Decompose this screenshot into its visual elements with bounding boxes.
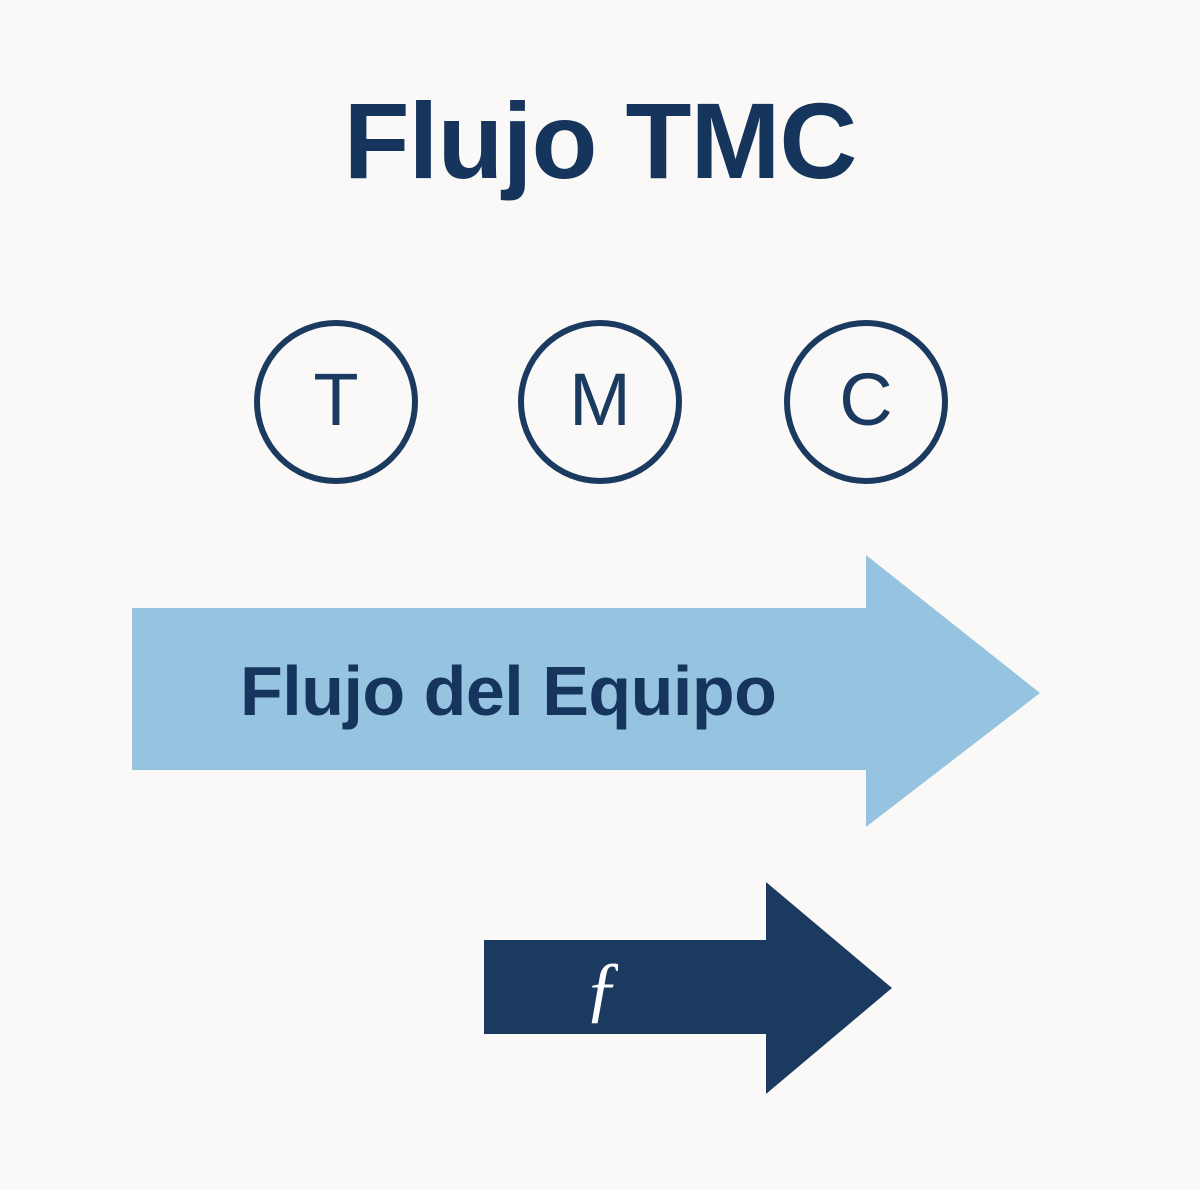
circle-node-c-letter: C xyxy=(839,358,893,441)
circle-node-t-letter: T xyxy=(313,358,359,441)
right-arrow-icon xyxy=(484,882,892,1094)
team-flow-arrow xyxy=(128,548,1044,834)
page-title: Flujo TMC xyxy=(343,80,858,201)
circle-node-m: M xyxy=(518,320,682,484)
circle-node-c: C xyxy=(784,320,948,484)
function-flow-arrow xyxy=(480,876,896,1098)
right-arrow-icon xyxy=(132,555,1040,827)
circle-node-t: T xyxy=(254,320,418,484)
circle-node-m-letter: M xyxy=(569,358,631,441)
tmc-node-row: T M C xyxy=(0,320,1200,488)
